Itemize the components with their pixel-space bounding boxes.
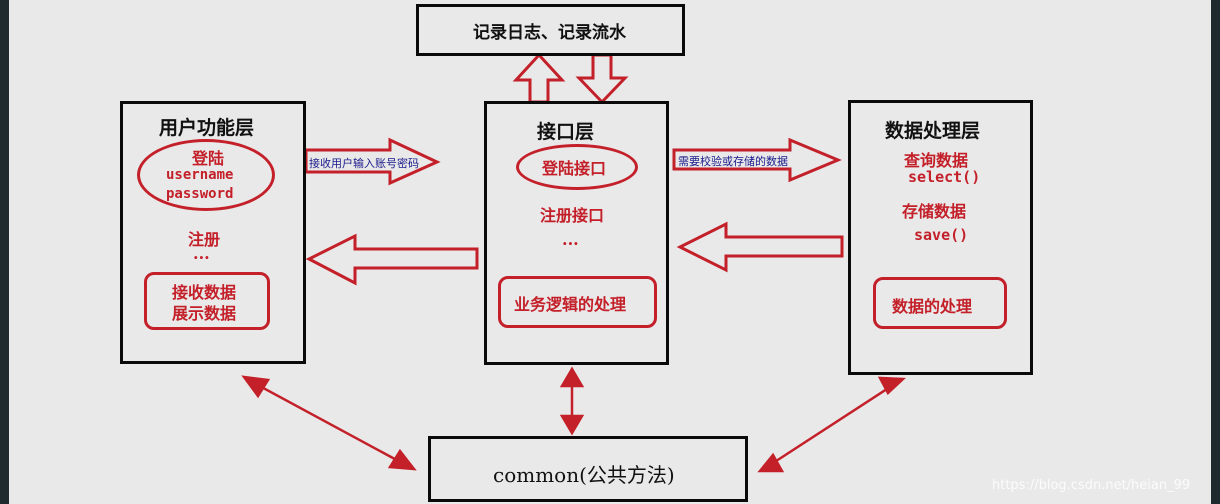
- business-logic-label: 业务逻辑的处理: [514, 295, 627, 314]
- query-data-label: 查询数据: [904, 151, 969, 170]
- common-box: common(公共方法): [428, 436, 748, 502]
- data-process-box: [873, 277, 1007, 329]
- login-api-oval: [516, 144, 638, 190]
- register-label: 注册: [188, 230, 221, 249]
- username-label: username: [166, 167, 234, 183]
- receive-data-label: 接收数据: [172, 283, 237, 302]
- data-layer-title: 数据处理层: [885, 120, 981, 142]
- display-data-label: 展示数据: [172, 304, 237, 323]
- window-right-edge: [1211, 0, 1220, 504]
- interface-ellipsis: ...: [562, 230, 579, 249]
- user-layer-title: 用户功能层: [159, 117, 255, 139]
- user-input-arrow-label: 接收用户输入账号密码: [309, 157, 419, 170]
- left-arrow-data-to-interface: [676, 221, 844, 273]
- down-arrow: [575, 53, 629, 105]
- right-arrow-user-to-interface: [304, 137, 441, 186]
- register-api-label: 注册接口: [540, 206, 605, 225]
- logging-box: 记录日志、记录流水: [416, 4, 685, 56]
- business-logic-box: [498, 276, 657, 328]
- up-arrow: [512, 52, 566, 104]
- data-layer-box: 数据处理层: [848, 100, 1033, 375]
- watermark: https://blog.csdn.net/heian_99: [992, 478, 1191, 493]
- receive-display-box: [144, 272, 270, 330]
- validate-store-arrow-label: 需要校验或存储的数据: [678, 155, 788, 168]
- save-label: save(): [914, 226, 969, 244]
- left-arrow-interface-to-user: [305, 233, 479, 286]
- user-ellipsis: ...: [193, 244, 210, 263]
- common-label: common(公共方法): [493, 463, 675, 487]
- password-label: password: [166, 186, 234, 202]
- double-arrow-data-common: [769, 383, 894, 467]
- logging-label: 记录日志、记录流水: [473, 23, 626, 43]
- login-api-label: 登陆接口: [542, 159, 607, 178]
- login-oval: [137, 139, 275, 211]
- select-label: select(): [908, 168, 981, 186]
- data-process-label: 数据的处理: [892, 297, 973, 316]
- double-arrow-user-common: [253, 381, 405, 466]
- right-arrow-interface-to-data: [672, 137, 842, 183]
- login-label: 登陆: [192, 149, 225, 168]
- window-left-edge: [0, 0, 9, 504]
- store-data-label: 存储数据: [902, 202, 967, 221]
- interface-layer-title: 接口层: [537, 121, 595, 143]
